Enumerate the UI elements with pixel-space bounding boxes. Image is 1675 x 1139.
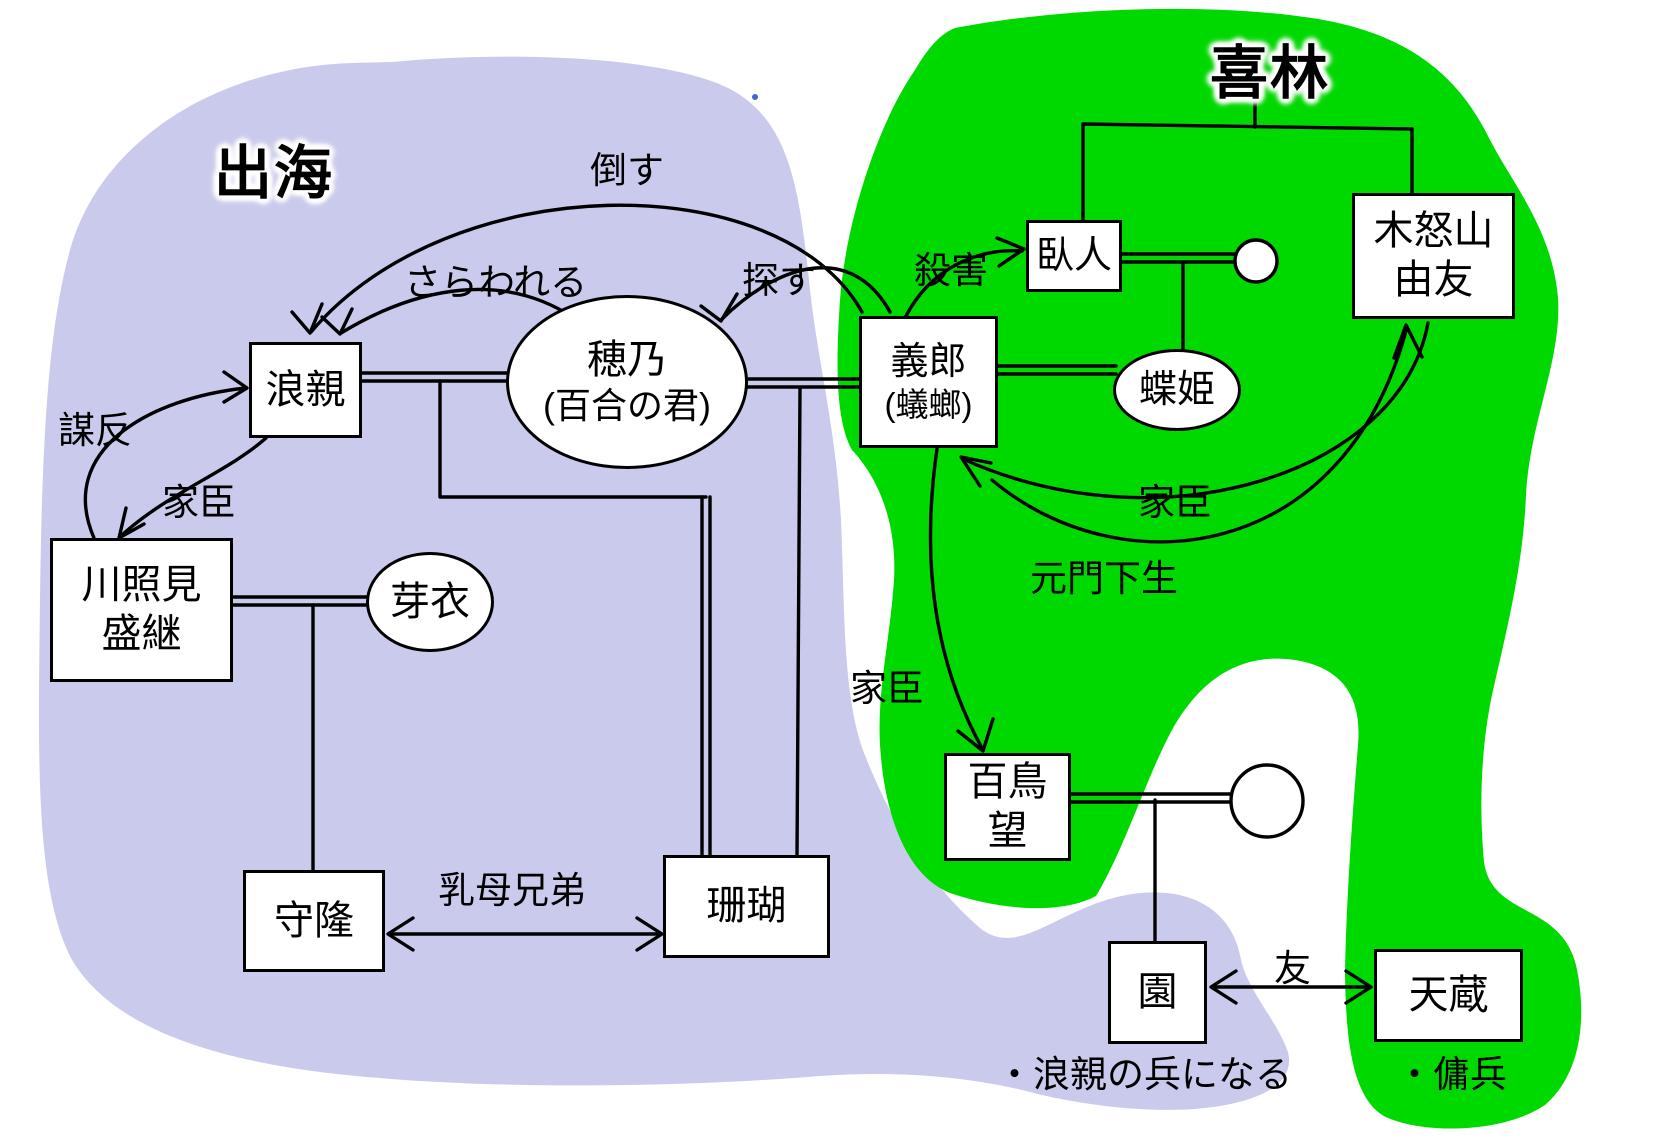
node-namichika: 浪親: [249, 342, 362, 438]
node-sango-label: 珊瑚: [706, 884, 787, 929]
node-chohime-label: 蝶姫: [1138, 368, 1215, 411]
arrowhead-kashin-top: [959, 455, 993, 488]
arrow-sagasu: [720, 266, 892, 321]
node-kinuyama: 木怒山 由友: [1352, 193, 1515, 319]
node-sono-label: 園: [1137, 970, 1178, 1015]
node-kawaterumi-label2: 盛継: [101, 612, 182, 656]
stray-dot: [752, 94, 758, 100]
edge-label-ubakyodai: 乳母兄弟: [438, 870, 586, 911]
node-hyakutori-label: 百鳥: [967, 760, 1048, 805]
arrowhead-taosu: [290, 302, 324, 335]
arrow-taosu: [309, 203, 864, 334]
edge-label-taosu: 倒す: [590, 150, 664, 191]
node-namichika-label: 浪親: [265, 367, 346, 412]
spouse-circle-gajin: [1233, 238, 1279, 284]
arrowhead-kashin-mid: [956, 717, 995, 753]
node-hono-label2: (百合の君): [543, 385, 711, 427]
arrowhead-motomonkasei: [1392, 323, 1424, 360]
arrow-muhon: [83, 386, 248, 540]
node-mei: 芽衣: [366, 552, 494, 652]
arrowhead-ubakyodai-left: [386, 916, 415, 952]
node-hono: 穂乃 (百合の君): [506, 295, 748, 469]
node-yoshiro-label: 義郎: [890, 340, 967, 383]
node-chohime: 蝶姫: [1113, 349, 1241, 431]
arrow-motomonkasei: [990, 325, 1409, 544]
edge-label-kashin-top: 家臣: [1138, 482, 1212, 523]
arrowhead-sarawareru: [320, 307, 354, 336]
arrowhead-ubakyodai-right: [635, 916, 664, 952]
family-tree-bar: [1081, 122, 1414, 131]
marriage-line-hyakutori-spouse: [1069, 792, 1235, 804]
node-sango: 珊瑚: [663, 855, 830, 958]
node-tenzo-label: 天蔵: [1408, 973, 1489, 1018]
arrowhead-sagasu: [699, 292, 739, 323]
node-mei-label: 芽衣: [390, 579, 470, 624]
node-gajin-label: 臥人: [1035, 234, 1112, 277]
node-tenzo: 天蔵: [1374, 949, 1523, 1042]
node-kinuyama-label2: 由友: [1393, 258, 1474, 302]
node-hono-label: 穂乃: [587, 337, 667, 382]
marriage-line-hono-yoshiro: [744, 377, 861, 389]
note-tenzo: ・傭兵: [1396, 1054, 1507, 1095]
edge-label-tomo: 友: [1274, 948, 1311, 989]
arrow-kashin-left: [119, 436, 268, 538]
spouse-circle-hyakutori: [1229, 763, 1305, 839]
node-hyakutori-label2: 望: [987, 809, 1028, 853]
node-hyakutori: 百鳥 望: [944, 753, 1071, 861]
arrow-kashin-mid: [928, 447, 985, 752]
marriage-line-gajin-spouse: [1120, 252, 1239, 264]
node-kawaterumi: 川照見 盛継: [50, 538, 233, 682]
region-izumo-blob: [38, 56, 1290, 1110]
descent-line-hono-yoshiro-to-sango: [795, 387, 802, 858]
descent-line-namichika-hono: [438, 379, 708, 499]
arrowhead-satsugai: [995, 236, 1026, 268]
node-kawaterumi-label: 川照見: [81, 563, 202, 608]
node-yoshiro: 義郎 (蟻螂): [859, 316, 998, 448]
node-sono: 園: [1108, 941, 1207, 1044]
marriage-line-kawaterumi-mei: [231, 595, 370, 607]
edge-label-kashin-mid: 家臣: [850, 668, 924, 709]
region-izumo-title: 出海: [214, 141, 335, 206]
marriage-line-yoshiro-chohime: [996, 364, 1118, 376]
marriage-line-namichika-hono: [360, 371, 514, 383]
node-moritaka-label: 守隆: [274, 898, 354, 943]
note-sono: ・浪親の兵になる: [996, 1054, 1292, 1095]
arrowhead-tomo-left: [1209, 969, 1238, 1005]
arrow-sarawareru: [339, 287, 576, 335]
node-moritaka: 守隆: [243, 870, 385, 972]
edge-label-sarawareru: さらわれる: [404, 262, 588, 303]
region-kirin-title: 喜林: [1210, 41, 1331, 106]
arrow-satsugai: [904, 249, 1024, 318]
edge-label-kashin-left: 家臣: [162, 482, 236, 523]
arrowhead-tomo-right: [1344, 969, 1373, 1005]
arrowhead-muhon: [222, 370, 249, 404]
node-gajin: 臥人: [1026, 220, 1122, 292]
node-yoshiro-label2: (蟻螂): [884, 386, 973, 424]
edge-label-muhon: 謀反: [58, 410, 132, 451]
node-kinuyama-label: 木怒山: [1373, 209, 1494, 254]
edge-label-sagasu: 探す: [742, 260, 816, 301]
arrow-kashin-top: [961, 321, 1430, 500]
descent-double-line-to-sango: [700, 495, 712, 858]
edge-label-motomonkasei: 元門下生: [1030, 558, 1178, 599]
edge-label-satsugai: 殺害: [914, 250, 988, 291]
